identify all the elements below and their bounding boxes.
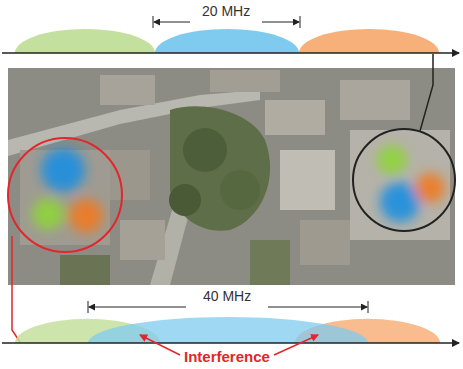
- spectrum-20mhz: [2, 16, 459, 53]
- bandwidth-label: 40 MHz: [200, 288, 254, 304]
- bandwidth-label: 20 MHz: [199, 3, 253, 19]
- aerial-photo: [8, 68, 455, 285]
- spectrum-40mhz: [2, 301, 459, 355]
- interference-label: Interference: [181, 348, 273, 365]
